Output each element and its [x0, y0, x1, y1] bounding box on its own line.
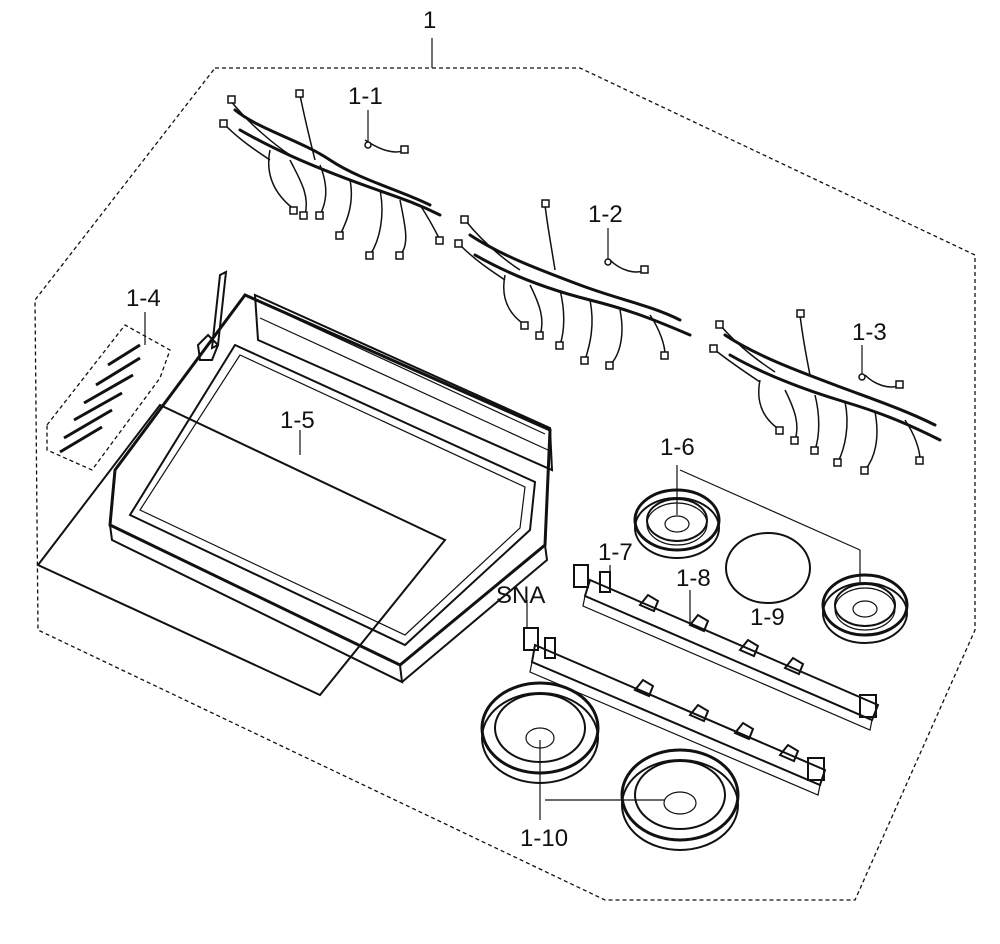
callout-strips: 1-4	[126, 285, 161, 312]
callout-bracket-clip: 1-8	[676, 565, 711, 592]
callout-harness-3: 1-3	[852, 319, 887, 346]
wire-harness-1-2	[454, 199, 692, 370]
callout-element-plate: 1-9	[750, 604, 785, 631]
trim-clip	[196, 270, 228, 361]
element-plate-1-9	[725, 532, 811, 604]
adhesive-strips-1-4	[46, 312, 171, 471]
callout-element-small: 1-6	[660, 434, 695, 461]
element-bracket-sna	[523, 600, 827, 796]
assembly-boundary	[34, 67, 976, 901]
surface-element-1-6	[633, 465, 861, 585]
callout-sna: SNA	[496, 582, 545, 609]
wire-harness-1-3	[709, 309, 942, 475]
wire-harness-1-1	[219, 89, 444, 260]
callout-bracket-1: 1-7	[598, 539, 633, 566]
callout-assembly: 1	[423, 7, 436, 34]
element-bracket-1-7	[573, 564, 880, 731]
callout-cooktop-glass: 1-5	[280, 407, 315, 434]
callout-harness-2: 1-2	[588, 201, 623, 228]
cooktop-frame-1-5	[36, 293, 554, 697]
callout-element-large: 1-10	[520, 825, 568, 852]
surface-element-1-10	[480, 681, 740, 851]
callout-harness-1: 1-1	[348, 83, 383, 110]
surface-element-1-6-right	[821, 573, 909, 644]
